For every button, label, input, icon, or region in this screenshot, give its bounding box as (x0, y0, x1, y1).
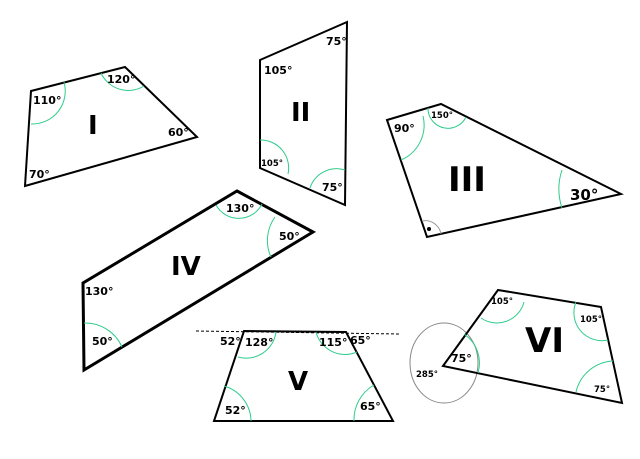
angle-arc (215, 203, 263, 219)
quadrilateral-iv: IV 130° 50° 130° 50° (81, 189, 317, 373)
angle-label: 90° (394, 122, 415, 135)
shape-label: IV (171, 252, 201, 282)
angle-label: 105° (264, 64, 292, 77)
angle-arc (237, 331, 277, 359)
angle-arc (480, 301, 525, 324)
quadrilateral-vi: VI 105° 105° 75° 75° 285° (409, 288, 624, 405)
shape-outline (212, 329, 395, 422)
angle-arc (575, 360, 614, 393)
angle-label: 115° (319, 336, 347, 349)
shape-outline (259, 20, 349, 207)
reflex-angle-circle (409, 322, 479, 404)
shape-outline (81, 189, 317, 373)
angle-label: 50° (279, 230, 300, 243)
angle-label: 65° (350, 334, 371, 347)
angle-label: 150° (431, 111, 453, 121)
shape-label: II (291, 98, 310, 128)
angle-arc (353, 384, 375, 422)
angle-label: 75° (326, 35, 347, 48)
angle-arc (223, 385, 252, 422)
angle-arc (30, 81, 66, 125)
shape-label: I (88, 111, 98, 141)
angle-label: 285° (416, 370, 438, 380)
angle-arc (315, 331, 358, 355)
angle-label: 60° (168, 126, 189, 139)
shape-outline (23, 65, 199, 188)
angle-label: 30° (570, 186, 598, 204)
angle-label: 75° (594, 385, 610, 395)
shape-label: III (448, 160, 486, 200)
shape-outline (441, 288, 624, 405)
angle-label: 65° (360, 400, 381, 413)
angle-arc (558, 169, 563, 209)
quadrilateral-v: V 52° 128° 115° 65° 52° 65° (195, 329, 400, 422)
angle-arc (266, 216, 276, 258)
angle-arc (463, 333, 480, 374)
quadrilateral-i: I 110° 120° 60° 70° (23, 65, 199, 188)
right-angle-dot (427, 227, 431, 231)
angle-label: 70° (29, 168, 50, 181)
angle-label: 120° (107, 73, 135, 86)
quadrilateral-ii: II 105° 75° 105° 75° (259, 20, 349, 207)
angle-arc (400, 115, 425, 161)
angle-label: 50° (92, 335, 113, 348)
angle-label: 52° (220, 335, 241, 348)
angle-label: 75° (322, 181, 343, 194)
shape-label: V (288, 367, 308, 397)
angle-label: 75° (451, 352, 472, 365)
angle-arc (83, 322, 123, 348)
angle-arc (100, 72, 145, 91)
right-angle-arc (421, 220, 442, 235)
angle-label: 130° (85, 285, 113, 298)
angle-label: 130° (226, 202, 254, 215)
shape-label: VI (525, 321, 564, 361)
shape-outline (385, 102, 624, 239)
angle-label: 128° (245, 336, 273, 349)
quadrilateral-iii: III 90° 150° 30° (385, 102, 624, 239)
angle-label: 105° (261, 159, 283, 169)
angle-label: 105° (491, 297, 513, 307)
angle-label: 105° (580, 315, 602, 325)
angle-label: 52° (225, 404, 246, 417)
angle-arc (309, 168, 346, 189)
angle-arc (573, 301, 609, 342)
angle-label: 110° (33, 94, 61, 107)
angle-arc (427, 107, 467, 129)
angle-arc (259, 139, 290, 175)
